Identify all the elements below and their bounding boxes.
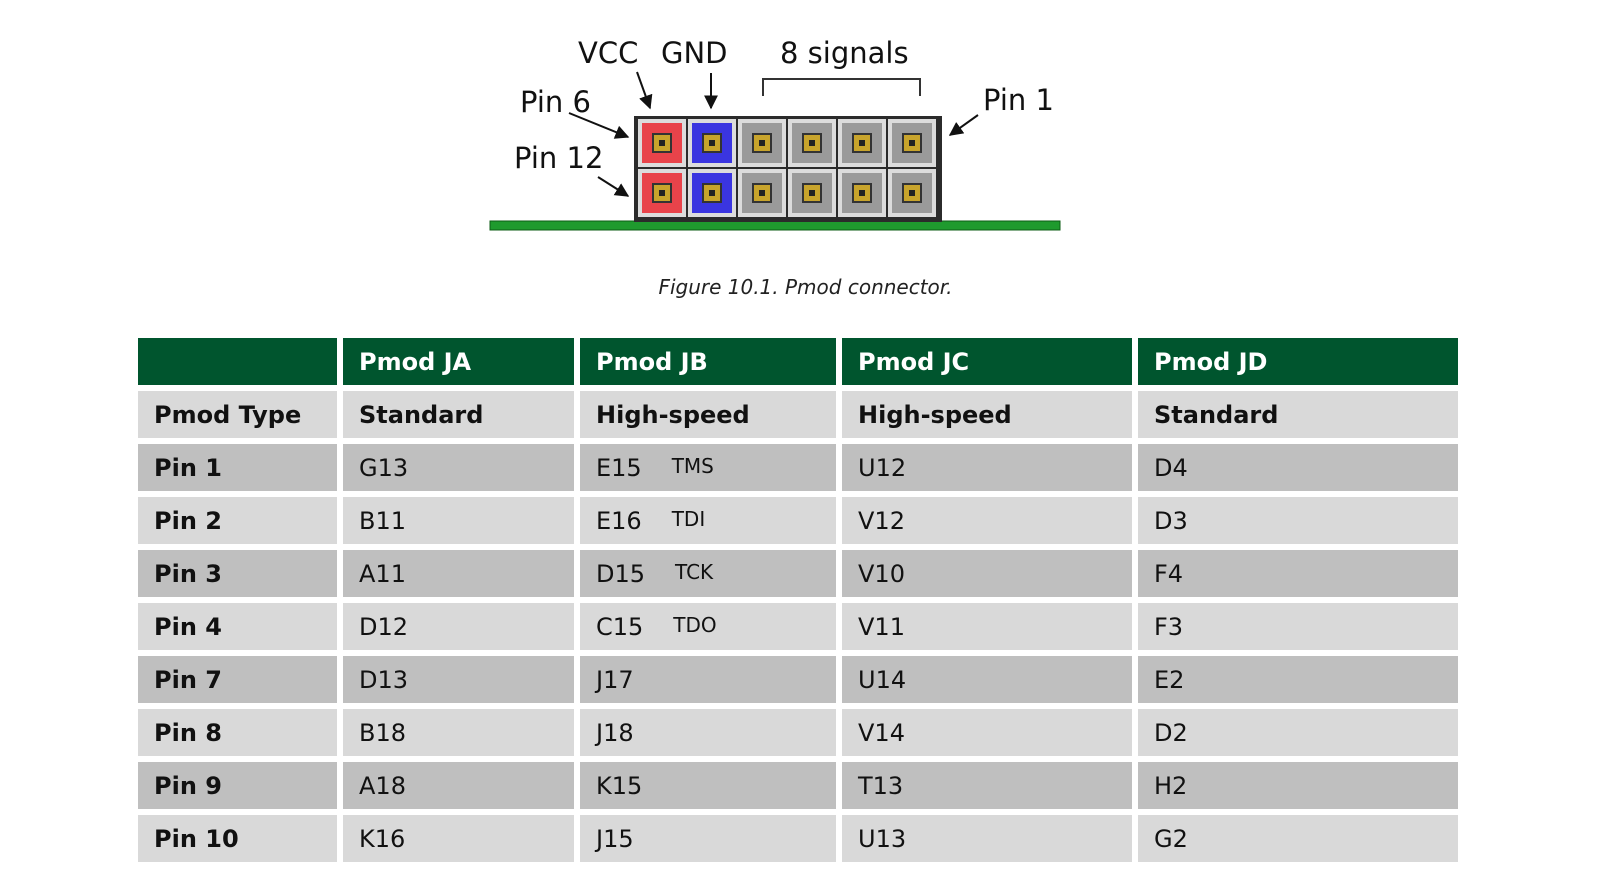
cell-jc: U14 [842,656,1132,703]
jb-pin: C15 [596,612,644,641]
table-header-row: Pmod JA Pmod JB Pmod JC Pmod JD [138,338,1458,385]
row-label: Pmod Type [138,391,337,438]
pin12-arrow [597,176,630,197]
table-row: Pin 8 B18 J18 V14 D2 [138,709,1458,756]
jb-pin: E16 [596,506,642,535]
cell-ja: D13 [343,656,574,703]
pin-hole [759,190,765,196]
pmod-pinout-table: Pmod JA Pmod JB Pmod JC Pmod JD Pmod Typ… [132,332,1464,868]
type-jd: Standard [1138,391,1458,438]
cell-jb: C15 TDO [580,603,836,650]
pin-grid [638,119,936,217]
table-row: Pin 7 D13 J17 U14 E2 [138,656,1458,703]
cell-ja: B11 [343,497,574,544]
cell-ja: D12 [343,603,574,650]
pin-hole [809,140,815,146]
cell-jc: T13 [842,762,1132,809]
cell-jd: E2 [1138,656,1458,703]
cell-jd: H2 [1138,762,1458,809]
pin-hole [659,140,665,146]
row-label: Pin 3 [138,550,337,597]
row-label: Pin 9 [138,762,337,809]
pin-hole [709,140,715,146]
cell-jc: V11 [842,603,1132,650]
cell-jd: D2 [1138,709,1458,756]
table-row: Pin 1 G13 E15 TMS U12 D4 [138,444,1458,491]
row-label: Pin 2 [138,497,337,544]
pin1-label: Pin 1 [983,83,1054,117]
header-pmod-jc: Pmod JC [842,338,1132,385]
cell-jd: F4 [1138,550,1458,597]
cell-jd: D4 [1138,444,1458,491]
gnd-label: GND [661,36,728,70]
pin12-label: Pin 12 [514,141,603,175]
pin-cell-signal [738,169,786,217]
figure-caption: Figure 10.1. Pmod connector. [658,275,953,299]
pin-hole [859,140,865,146]
cell-jb: D15 TCK [580,550,836,597]
pin-hole [759,140,765,146]
type-ja: Standard [343,391,574,438]
cell-jc: V10 [842,550,1132,597]
pin6-arrow [568,112,630,139]
pin1-arrow [948,114,979,136]
table-row: Pin 2 B11 E16 TDI V12 D3 [138,497,1458,544]
pin-hole [909,140,915,146]
cell-jb: J15 [580,815,836,862]
pin-hole [709,190,715,196]
jtag-note: TDO [673,612,717,637]
header-pmod-jd: Pmod JD [1138,338,1458,385]
table-row: Pin 3 A11 D15 TCK V10 F4 [138,550,1458,597]
vcc-label: VCC [578,36,638,70]
pin-hole [859,190,865,196]
header-cell-empty [138,338,337,385]
signals-label: 8 signals [780,36,909,70]
jtag-note: TMS [671,453,714,478]
table-row: Pin 9 A18 K15 T13 H2 [138,762,1458,809]
row-label: Pin 4 [138,603,337,650]
cell-jc: V14 [842,709,1132,756]
signals-bracket [762,78,921,96]
jtag-note: TCK [675,559,714,584]
pmod-connector-figure: VCC GND 8 signals Pin 6 Pin 12 Pin 1 [489,36,1061,231]
board-strip [489,220,1061,231]
cell-jb: J17 [580,656,836,703]
row-label: Pin 10 [138,815,337,862]
cell-ja: A11 [343,550,574,597]
row-label: Pin 1 [138,444,337,491]
pin-hole [909,190,915,196]
header-pmod-ja: Pmod JA [343,338,574,385]
pin-hole [809,190,815,196]
jtag-note: TDI [671,506,706,531]
table-row: Pin 10 K16 J15 U13 G2 [138,815,1458,862]
cell-ja: B18 [343,709,574,756]
jb-pin: D15 [596,559,646,588]
table-row: Pin 4 D12 C15 TDO V11 F3 [138,603,1458,650]
pmod-type-row: Pmod Type Standard High-speed High-speed… [138,391,1458,438]
pin-hole [659,190,665,196]
pin6-label: Pin 6 [520,85,591,119]
cell-jb: E16 TDI [580,497,836,544]
row-label: Pin 7 [138,656,337,703]
cell-jc: V12 [842,497,1132,544]
jb-pin: E15 [596,453,642,482]
cell-ja: K16 [343,815,574,862]
type-jc: High-speed [842,391,1132,438]
cell-jb: J18 [580,709,836,756]
cell-ja: G13 [343,444,574,491]
cell-ja: A18 [343,762,574,809]
cell-jd: D3 [1138,497,1458,544]
cell-jd: F3 [1138,603,1458,650]
header-pmod-jb: Pmod JB [580,338,836,385]
type-jb: High-speed [580,391,836,438]
vcc-arrow [636,71,653,110]
cell-jc: U13 [842,815,1132,862]
cell-jb: K15 [580,762,836,809]
pin-cell-signal [838,119,886,167]
cell-jb: E15 TMS [580,444,836,491]
cell-jd: G2 [1138,815,1458,862]
row-label: Pin 8 [138,709,337,756]
cell-jc: U12 [842,444,1132,491]
